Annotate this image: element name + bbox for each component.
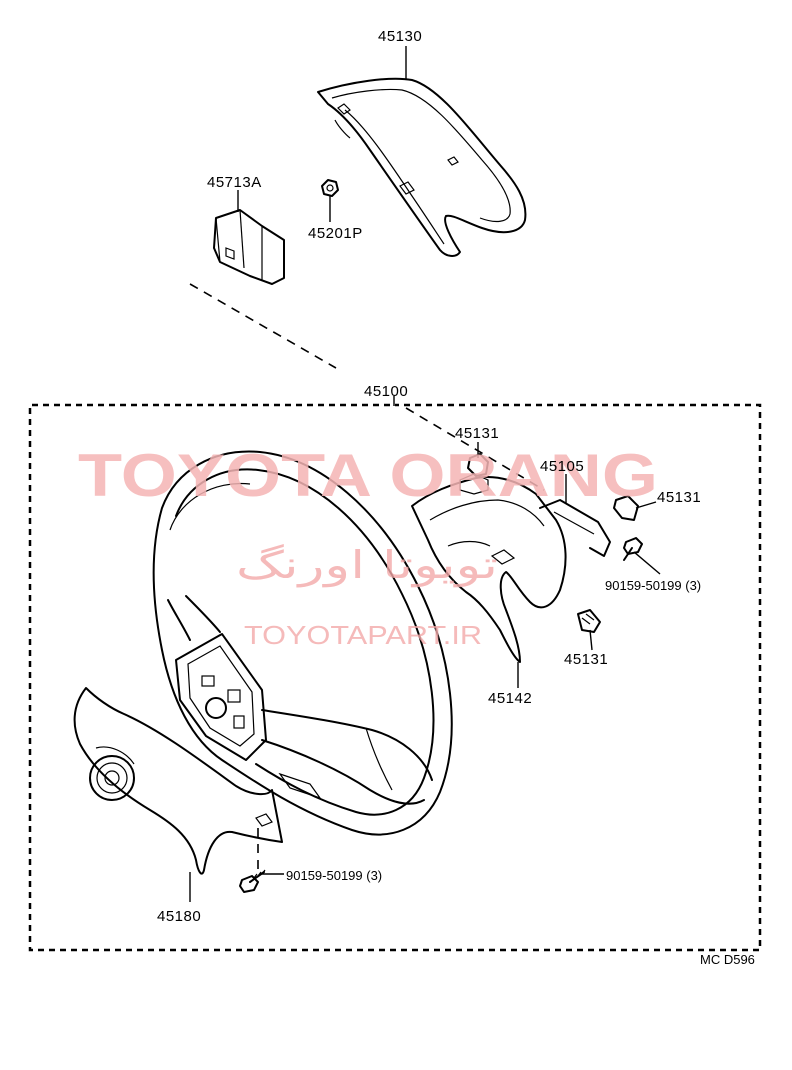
- label-45105: 45105: [540, 458, 584, 475]
- label-45131-bottom: 45131: [564, 651, 608, 668]
- leader-lines: [189, 46, 661, 902]
- part-90159-screws: [239, 537, 643, 893]
- reference-dashed-lines: [189, 283, 545, 870]
- label-45180: 45180: [157, 908, 201, 925]
- part-steering-wheel: [152, 450, 453, 836]
- label-45201P: 45201P: [308, 225, 363, 242]
- label-45131-right: 45131: [657, 489, 701, 506]
- part-45201P-nut: [321, 179, 339, 197]
- label-90159-right: 90159-50199 (3): [605, 578, 701, 593]
- watermark-url: TOYOTAPART.IR: [244, 620, 482, 650]
- assembly-frame: [28, 403, 762, 952]
- diagram-code: MC D596: [700, 952, 755, 967]
- label-90159-bottom: 90159-50199 (3): [286, 868, 382, 883]
- watermark-persian: تویوتا اورنگ: [236, 543, 498, 588]
- part-45713A-block: [213, 209, 285, 285]
- part-45130-cover: [317, 77, 527, 257]
- label-45130: 45130: [378, 28, 422, 45]
- label-45142: 45142: [488, 690, 532, 707]
- part-45180-lower-cover: [73, 687, 283, 875]
- label-45131-top: 45131: [455, 425, 499, 442]
- label-45100: 45100: [364, 383, 408, 400]
- part-labels: 45130 45713A 45201P 45100 45131 45105 45…: [157, 28, 755, 967]
- watermark: TOYOTA ORANG تویوتا اورنگ TOYOTAPART.IR: [78, 442, 658, 650]
- part-45131-clips: [467, 453, 639, 633]
- label-45713A: 45713A: [207, 174, 262, 191]
- watermark-brand: TOYOTA ORANG: [78, 442, 658, 509]
